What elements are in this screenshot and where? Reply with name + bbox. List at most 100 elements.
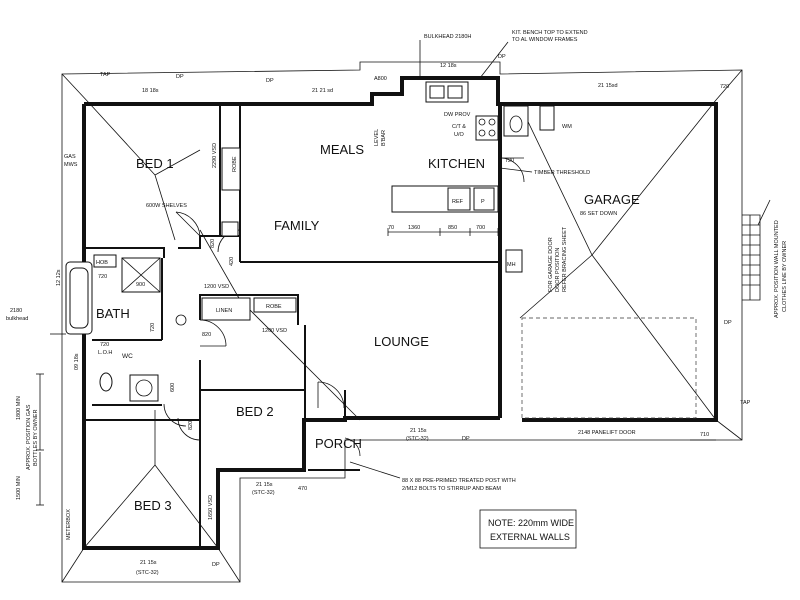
label-mh: MH: [507, 262, 516, 268]
label-dim-470: 470: [298, 486, 307, 492]
label-approx-wall-2: CLOTHES LINE BY OWNER: [782, 241, 788, 312]
label-stc-bed3: (STC-32): [136, 570, 159, 576]
garage-features: [505, 214, 761, 419]
label-gas-2: MWS: [64, 162, 78, 168]
laundry-tub: [129, 374, 159, 402]
label-stc-bed2: (STC-32): [252, 490, 275, 496]
label-window-0918: 09 18s: [74, 353, 80, 370]
dimension-lines: [36, 40, 771, 506]
label-dim-820b: 820: [202, 332, 211, 338]
label-dim-820c: 820: [188, 421, 194, 430]
label-a800: A800: [374, 76, 387, 82]
label-dim-420: 420: [229, 257, 235, 266]
room-label-wc: WC: [122, 353, 133, 360]
label-robe-bed1: ROBE: [232, 156, 238, 172]
label-approx-wall-1: APPROX. POSITION WALL MOUNTED: [774, 220, 780, 318]
label-window-garage-top: 21 15sd: [598, 83, 618, 89]
label-level-bar: LEVEL: [374, 129, 380, 146]
label-stc-lounge: (STC-32): [406, 436, 429, 442]
label-garage-door-3: REFER BRACING SHEET: [562, 226, 568, 292]
label-linen: LINEN: [216, 308, 232, 314]
external-walls: [82, 76, 718, 550]
hws-circle: [175, 314, 187, 326]
label-dim-900: 900: [136, 282, 145, 288]
label-dim-720a: 720: [505, 158, 514, 164]
label-window-kitchen: 12 18s: [440, 63, 457, 69]
label-dp-top-2: DP: [266, 78, 274, 84]
room-label-kitchen: KITCHEN: [428, 156, 485, 171]
label-window-lounge: 21 15s: [410, 428, 427, 434]
roof-hip-lines: [83, 99, 717, 549]
room-label-bath: BATH: [96, 306, 130, 321]
label-dp-right: DP: [724, 320, 732, 326]
label-dp-top-3: DP: [498, 54, 506, 60]
label-dim-1360: 1360: [408, 225, 420, 231]
label-post-1: 88 X 88 PRE-PRIMED TREATED POST WITH: [402, 478, 516, 484]
label-dp-porch: DP: [462, 436, 470, 442]
label-bulkhead-side-1: 2180: [10, 308, 22, 314]
label-window-bed3: 21 15s: [140, 560, 157, 566]
robe-bed2-box: [253, 297, 297, 313]
label-dim-700: 700: [476, 225, 485, 231]
label-vsd-bed2: 1200 VSD: [262, 328, 287, 334]
label-window-1212: 12 12s: [56, 269, 62, 286]
label-garage-door-1: FOR GARAGE DOOR: [548, 237, 554, 292]
label-dim-720b: 720: [720, 84, 729, 90]
label-dim-850: 850: [448, 225, 457, 231]
garage-toilet: [503, 105, 529, 137]
manhole: [505, 249, 523, 273]
label-kit-bench-1: KIT. BENCH TOP TO EXTEND: [512, 30, 588, 36]
cooktop: [475, 115, 499, 141]
label-ct-1: C/T &: [452, 124, 466, 130]
label-wm: WM: [562, 124, 572, 130]
label-dim-710: 710: [700, 432, 709, 438]
door-swings: [163, 211, 361, 457]
robe-bed1-box: [221, 147, 241, 191]
label-gas-position-2: BOTTLES BY OWNER: [33, 410, 39, 466]
label-dp-bed3: DP: [212, 562, 220, 568]
note-box: [479, 509, 577, 549]
label-meterbox: METERBOX: [66, 509, 72, 540]
wc-toilet: [99, 372, 113, 392]
room-label-bed3: BED 3: [134, 498, 172, 513]
hob: [93, 254, 117, 268]
fridge-space: [447, 187, 471, 211]
label-window-bed1: 18 18s: [142, 88, 159, 94]
label-dim-720e: 720: [100, 342, 109, 348]
label-tap-right: TAP: [740, 400, 751, 406]
label-dim-1500: 1500 MIN: [16, 476, 22, 500]
note-line-2: EXTERNAL WALLS: [490, 532, 570, 542]
label-robe-bed2: ROBE: [266, 304, 282, 310]
room-label-bed2: BED 2: [236, 404, 274, 419]
label-loh: L.O.H: [98, 350, 112, 356]
label-kit-bench-2: TO AL WINDOW FRAMES: [512, 37, 578, 43]
label-level-bar-2: B'BAR: [381, 130, 387, 146]
label-vsd-bed1: 2290 VSD: [212, 143, 218, 168]
roof-outline: [61, 61, 743, 583]
label-tap-top-left: TAP: [100, 72, 111, 78]
label-dim-720d: 720: [150, 323, 156, 332]
label-bulkhead-top: BULKHEAD 2180H: [424, 34, 471, 40]
bathroom-fixtures: [65, 254, 187, 402]
label-hob: HOB: [96, 260, 108, 266]
label-dp-top-1: DP: [176, 74, 184, 80]
pantry: [473, 187, 495, 211]
label-dim-600: 600: [170, 383, 176, 392]
washing-machine-tub: [539, 105, 555, 131]
kitchen-fixtures: [391, 81, 555, 213]
linen-box: [201, 297, 251, 321]
label-gas-1: GAS: [64, 154, 76, 160]
storage-boxes: [201, 147, 297, 321]
label-vsd-lounge: 1200 VSD: [204, 284, 229, 290]
label-dim-70: 70: [388, 225, 394, 231]
label-ref: REF: [452, 199, 464, 205]
room-label-porch: PORCH: [315, 436, 362, 451]
label-garage-door-2: DOOR POSITION: [555, 248, 561, 292]
label-dim-1800: 1800 MIN: [16, 396, 22, 420]
label-post-2: 2/M12 BOLTS TO STIRRUP AND BEAM: [402, 486, 501, 492]
room-label-family: FAMILY: [274, 218, 320, 233]
label-pantry: P: [481, 199, 485, 205]
label-dim-820a: 820: [210, 239, 216, 248]
label-garage-sub: 86 SET DOWN: [580, 211, 617, 217]
